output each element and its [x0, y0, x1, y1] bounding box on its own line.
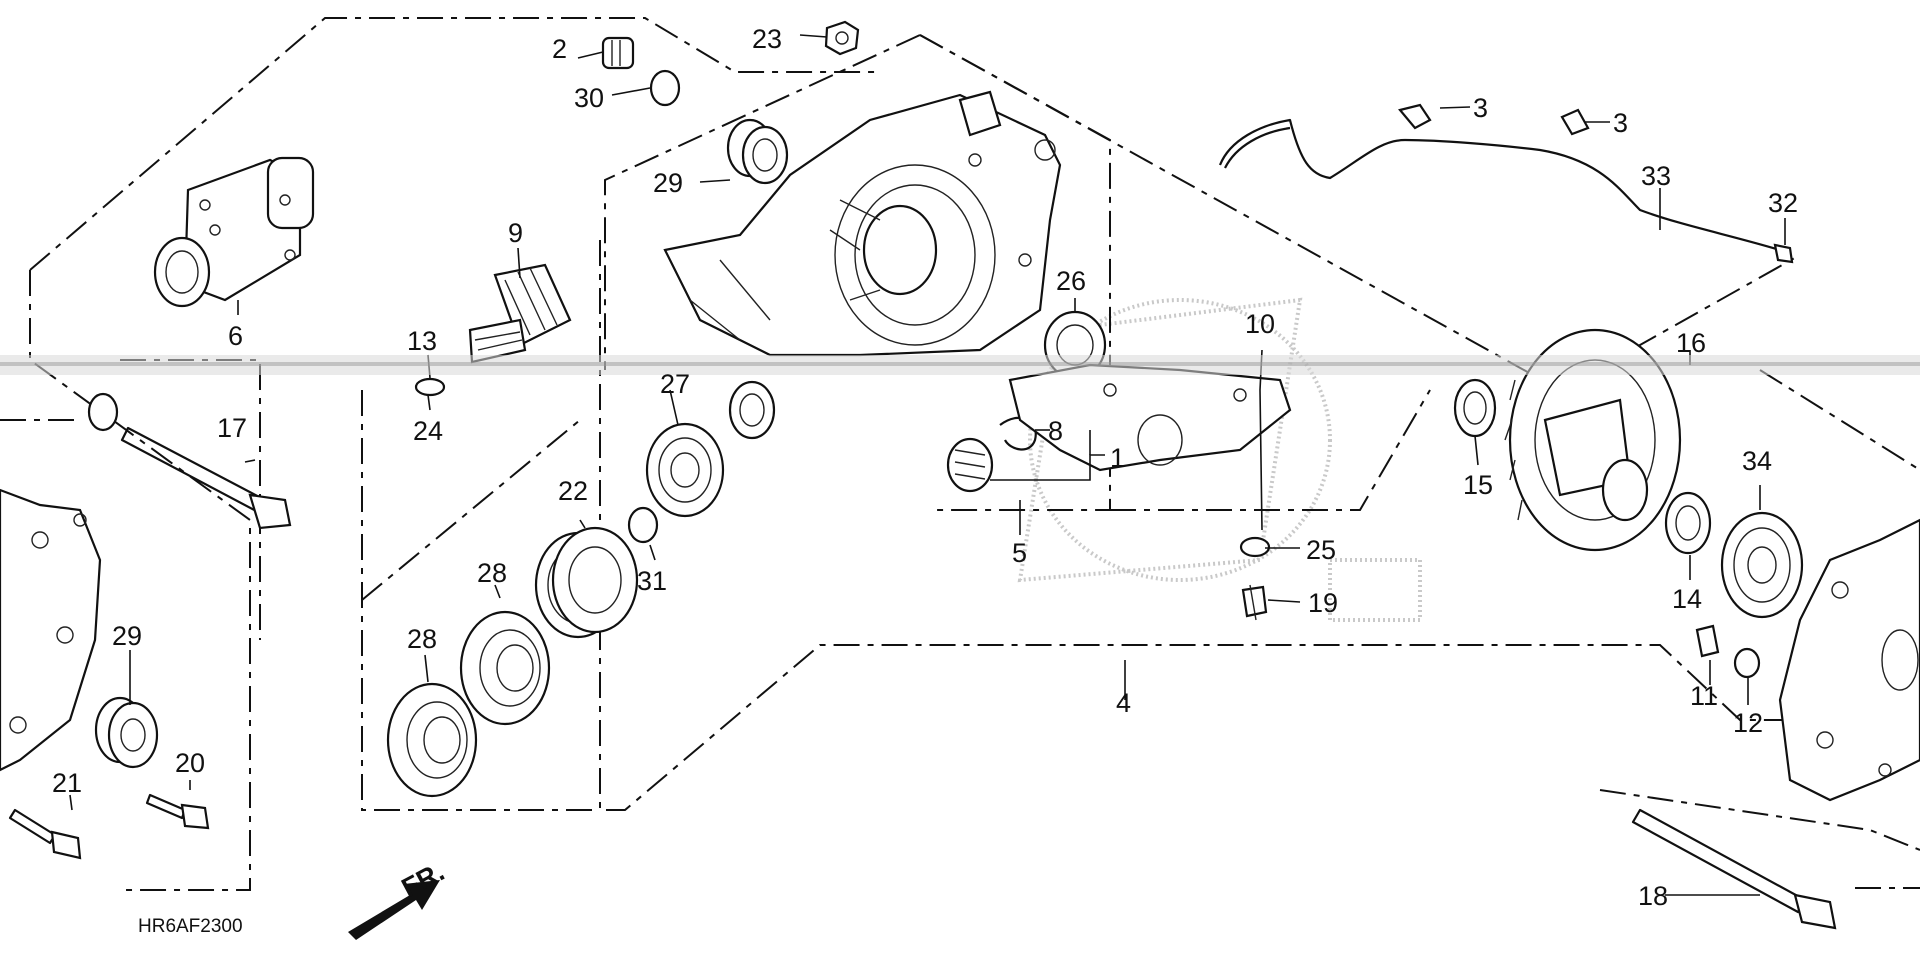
callout-10: 10 [1245, 309, 1275, 339]
callout-3b: 3 [1613, 108, 1628, 138]
part-17-bolt [120, 426, 292, 530]
callouts: 2 30 23 29 9 6 13 24 26 10 8 1 5 25 19 4… [52, 24, 1798, 911]
callout-24: 24 [413, 416, 443, 446]
callout-31: 31 [637, 566, 667, 596]
scan-artifact [0, 355, 1920, 375]
callout-1: 1 [1110, 443, 1125, 473]
callout-18: 18 [1638, 881, 1668, 911]
callout-4: 4 [1116, 688, 1131, 718]
part-19-bolt [1241, 584, 1268, 621]
part-4-case-right [1778, 518, 1920, 802]
part-6-hub [153, 156, 315, 308]
callout-16: 16 [1676, 328, 1706, 358]
callout-5: 5 [1012, 538, 1027, 568]
callout-2: 2 [552, 34, 567, 64]
part-30-oring [649, 69, 681, 107]
part-33-breather-hose [1218, 103, 1794, 264]
part-9-pinion [468, 263, 572, 364]
part-29-seal-left [94, 696, 159, 769]
callout-28a: 28 [477, 558, 507, 588]
callout-32: 32 [1768, 188, 1798, 218]
callout-25: 25 [1306, 535, 1336, 565]
callout-22: 22 [558, 476, 588, 506]
callout-26: 26 [1056, 266, 1086, 296]
callout-29b: 29 [112, 621, 142, 651]
callout-27: 27 [660, 369, 690, 399]
callout-23: 23 [752, 24, 782, 54]
part-23-nut [824, 20, 860, 56]
part-4-case-upper [663, 90, 1062, 357]
callout-34: 34 [1742, 446, 1772, 476]
part-34-bearing [1720, 511, 1804, 619]
callout-3a: 3 [1473, 93, 1488, 123]
drawing-code: HR6AF2300 [138, 916, 243, 937]
callout-8: 8 [1048, 416, 1063, 446]
part-27-bearing [645, 422, 725, 518]
part-14-seal [1664, 491, 1712, 555]
part-24-washer [414, 377, 446, 397]
part-27-ring [728, 380, 776, 440]
callout-30: 30 [574, 83, 604, 113]
callout-12: 12 [1733, 708, 1763, 738]
part-22-bearing [534, 526, 639, 639]
part-29-seal-top [726, 118, 789, 185]
part-4-case-lower-left [0, 488, 102, 772]
part-31-ring [627, 506, 659, 544]
callout-20: 20 [175, 748, 205, 778]
callout-13: 13 [407, 326, 437, 356]
part-15-seal [1453, 378, 1497, 438]
part-2-cap [601, 36, 635, 70]
part-spacer [87, 392, 119, 432]
part-1-needle-bearing [946, 437, 994, 493]
part-25-washer [1239, 536, 1271, 558]
callout-19: 19 [1308, 588, 1338, 618]
part-28-seal-lower [386, 682, 478, 798]
part-21-bolt [8, 808, 82, 860]
part-18-bolt [1631, 808, 1837, 930]
part-11-bolt [1695, 624, 1720, 658]
callout-6: 6 [228, 321, 243, 351]
callout-9: 9 [508, 218, 523, 248]
callout-21: 21 [52, 768, 82, 798]
part-28-seal-upper [459, 610, 551, 726]
callout-11: 11 [1690, 681, 1718, 711]
callout-29: 29 [653, 168, 683, 198]
callout-15: 15 [1463, 470, 1493, 500]
part-8-circlip [999, 416, 1037, 451]
part-16-ring-gear [1504, 328, 1682, 552]
group-boundaries [0, 17, 1920, 891]
callout-33: 33 [1641, 161, 1671, 191]
direction-label: FR. [397, 856, 449, 903]
part-12-washer [1733, 647, 1761, 679]
callout-28b: 28 [407, 624, 437, 654]
watermark [1017, 297, 1422, 622]
part-20-bolt [145, 793, 210, 830]
front-direction-arrow: FR. [348, 856, 449, 940]
callout-14: 14 [1672, 584, 1702, 614]
callout-17: 17 [217, 413, 247, 443]
